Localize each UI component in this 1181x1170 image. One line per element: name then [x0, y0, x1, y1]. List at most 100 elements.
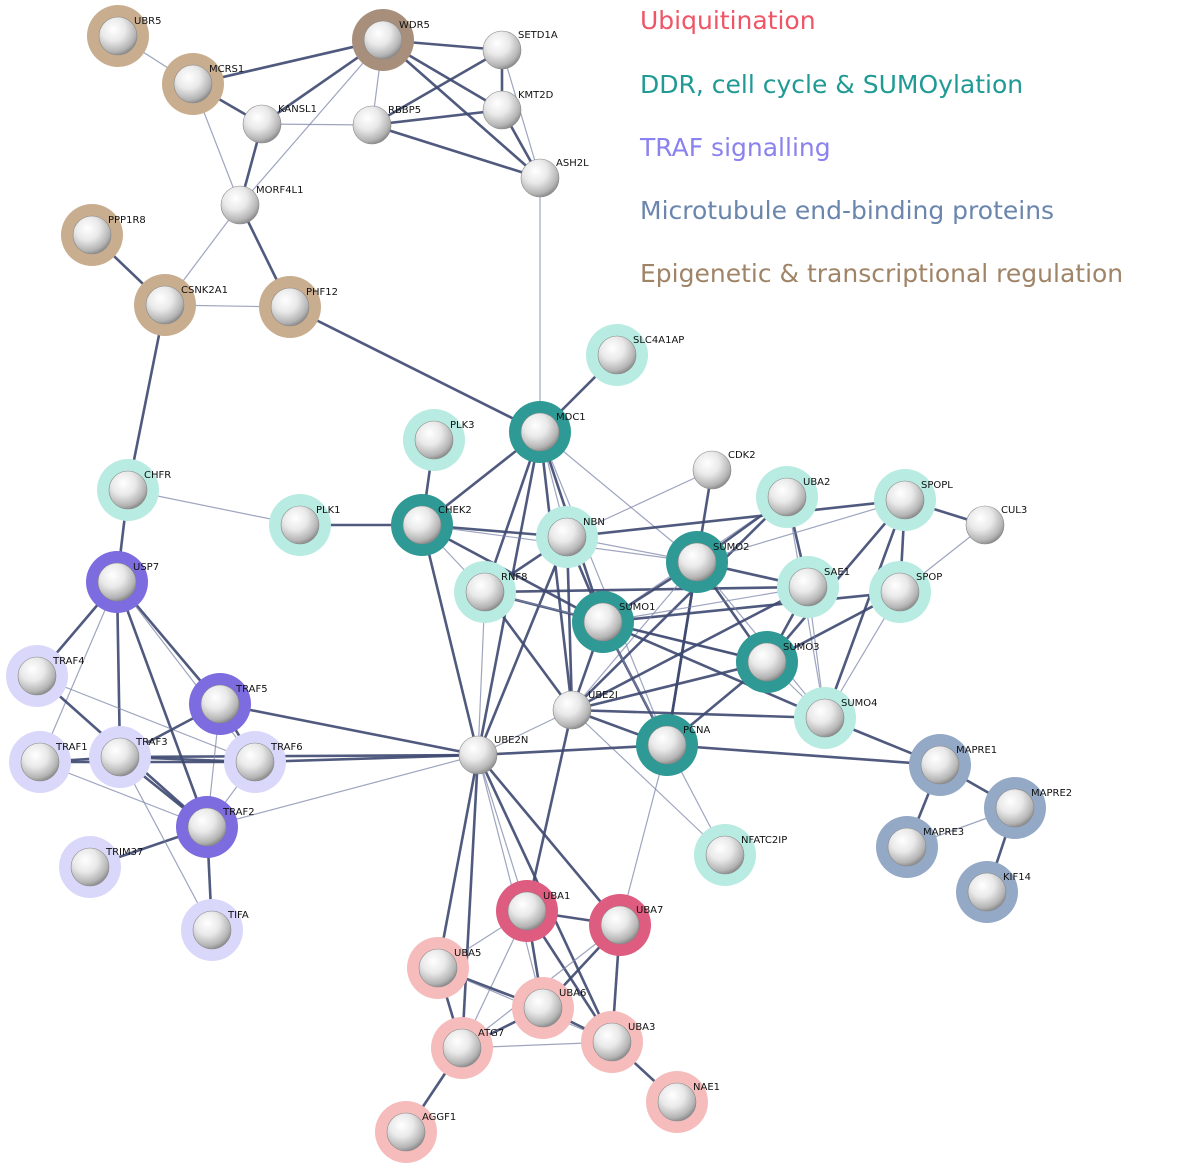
node-kif14[interactable]: KIF14: [956, 861, 1031, 923]
node-spopl[interactable]: SPOPL: [874, 469, 953, 531]
node-wdr5[interactable]: WDR5: [352, 9, 430, 71]
node-pcna[interactable]: PCNA: [636, 714, 710, 776]
node-traf5[interactable]: TRAF5: [189, 673, 268, 735]
node-ball: [747, 642, 787, 682]
node-phf12[interactable]: PHF12: [259, 276, 338, 338]
node-traf3[interactable]: TRAF3: [89, 726, 168, 788]
node-csnk2a1[interactable]: CSNK2A1: [134, 274, 228, 336]
node-traf2[interactable]: TRAF2: [176, 796, 255, 858]
node-ball: [386, 1112, 426, 1152]
node-rbbp5[interactable]: RBBP5: [352, 105, 421, 145]
node-sumo2[interactable]: SUMO2: [666, 531, 750, 593]
node-sae1[interactable]: SAE1: [777, 556, 850, 618]
node-ubr5[interactable]: UBR5: [87, 5, 162, 67]
node-plk1[interactable]: PLK1: [269, 494, 341, 556]
node-ball: [885, 480, 925, 520]
node-ball: [520, 158, 560, 198]
node-label: UBE2I: [588, 690, 618, 701]
node-morf4l1[interactable]: MORF4L1: [220, 185, 304, 225]
node-ball: [418, 948, 458, 988]
node-nae1[interactable]: NAE1: [646, 1071, 720, 1133]
node-chfr[interactable]: CHFR: [97, 459, 171, 521]
node-kansl1[interactable]: KANSL1: [242, 104, 317, 144]
node-uba7[interactable]: UBA7: [589, 894, 663, 956]
node-label: PLK3: [450, 420, 475, 431]
node-sumo4[interactable]: SUMO4: [794, 687, 878, 749]
node-chek2[interactable]: CHEK2: [391, 494, 472, 556]
edge-rbbp5-kmt2d: [371, 108, 503, 127]
node-uba2[interactable]: UBA2: [756, 466, 830, 528]
node-label: AGGF1: [422, 1112, 456, 1123]
node-ube2n[interactable]: UBE2N: [458, 735, 528, 775]
node-trim37[interactable]: TRIM37: [59, 836, 143, 898]
node-mcrs1[interactable]: MCRS1: [162, 53, 244, 115]
edge-ube2i-nfatc2ip: [571, 709, 726, 856]
node-label: CHEK2: [438, 505, 472, 516]
node-ball: [242, 104, 282, 144]
edge-rbbp5-ash2l: [371, 123, 541, 180]
node-ball: [677, 542, 717, 582]
node-ppp1r8[interactable]: PPP1R8: [61, 204, 146, 266]
edge-spop-sumo1: [602, 590, 901, 624]
node-ball: [220, 185, 260, 225]
node-tifa[interactable]: TIFA: [181, 899, 249, 961]
edge-ube2n-uba6: [477, 754, 544, 1009]
node-uba3[interactable]: UBA3: [581, 1011, 655, 1073]
node-label: KMT2D: [518, 90, 554, 101]
node-ball: [482, 30, 522, 70]
node-ube2i[interactable]: UBE2I: [552, 690, 618, 730]
node-ball: [20, 742, 60, 782]
node-ball: [597, 335, 637, 375]
edge-wdr5-ash2l: [382, 39, 541, 179]
node-traf6[interactable]: TRAF6: [224, 731, 303, 793]
node-ball: [805, 698, 845, 738]
node-label: UBR5: [134, 16, 162, 27]
node-kmt2d[interactable]: KMT2D: [482, 90, 554, 130]
node-sumo3[interactable]: SUMO3: [736, 631, 820, 693]
node-ball: [145, 285, 185, 325]
node-ball: [967, 872, 1007, 912]
node-plk3[interactable]: PLK3: [403, 409, 475, 471]
node-label: TRAF2: [222, 807, 255, 818]
node-label: MCRS1: [209, 64, 244, 75]
node-cdk2[interactable]: CDK2: [692, 450, 756, 490]
node-uba1[interactable]: UBA1: [496, 880, 570, 942]
node-ball: [235, 742, 275, 782]
edge-sumo1-sae1: [602, 586, 809, 623]
node-slc4a1ap[interactable]: SLC4A1AP: [586, 324, 684, 386]
node-rnf8[interactable]: RNF8: [454, 561, 528, 623]
node-sumo1[interactable]: SUMO1: [572, 591, 656, 653]
node-ball: [523, 988, 563, 1028]
node-nfatc2ip[interactable]: NFATC2IP: [694, 824, 787, 886]
node-atg7[interactable]: ATG7: [431, 1017, 504, 1079]
node-label: NFATC2IP: [741, 835, 787, 846]
node-label: MAPRE1: [956, 745, 997, 756]
legend-ddr-cell-cycle-sumoylation: DDR, cell cycle & SUMOylation: [640, 70, 1024, 99]
node-ball: [705, 835, 745, 875]
node-mdc1[interactable]: MDC1: [509, 401, 586, 463]
node-traf1[interactable]: TRAF1: [9, 731, 88, 793]
node-aggf1[interactable]: AGGF1: [375, 1101, 456, 1163]
node-uba5[interactable]: UBA5: [407, 937, 481, 999]
node-label: TIFA: [227, 910, 249, 921]
node-usp7[interactable]: USP7: [86, 551, 159, 613]
node-mapre2[interactable]: MAPRE2: [984, 777, 1072, 839]
node-label: CDK2: [728, 450, 756, 461]
node-label: KIF14: [1003, 872, 1031, 883]
node-ball: [270, 287, 310, 327]
node-ball: [200, 684, 240, 724]
node-nbn[interactable]: NBN: [536, 506, 605, 568]
node-mapre3[interactable]: MAPRE3: [876, 816, 964, 878]
node-setd1a[interactable]: SETD1A: [482, 30, 558, 70]
node-spop[interactable]: SPOP: [869, 561, 942, 623]
node-cul3[interactable]: CUL3: [965, 505, 1027, 545]
node-traf4[interactable]: TRAF4: [6, 645, 85, 707]
node-uba6[interactable]: UBA6: [512, 977, 586, 1039]
edge-usp7-traf2: [115, 581, 209, 828]
node-ball: [280, 505, 320, 545]
node-ash2l[interactable]: ASH2L: [520, 158, 589, 198]
node-ball: [97, 562, 137, 602]
node-mapre1[interactable]: MAPRE1: [909, 734, 997, 796]
node-ball: [442, 1028, 482, 1068]
